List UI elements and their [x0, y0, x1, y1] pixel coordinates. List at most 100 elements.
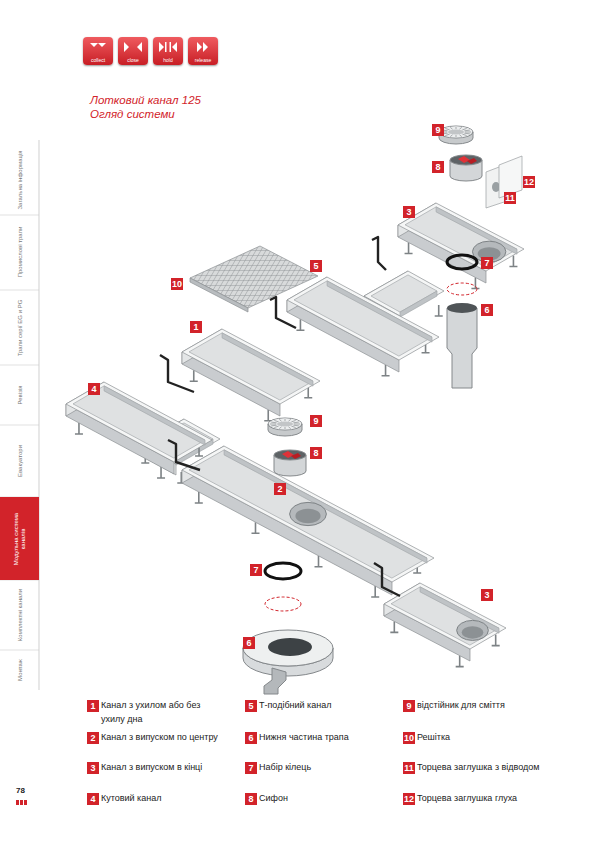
channel-trough: [405, 207, 517, 267]
support-leg: [435, 305, 443, 316]
callout-number: 1: [190, 321, 202, 333]
section-name: Комплектні канали: [17, 589, 23, 641]
channel-trough: [189, 333, 313, 400]
callout-number: 2: [274, 483, 286, 495]
part-name: Т-подібний канал: [259, 699, 384, 713]
channel-face: [66, 382, 212, 462]
page-mark: [16, 800, 27, 805]
section-name: Ревізія: [17, 386, 23, 405]
callout-number: 7: [250, 564, 262, 576]
icon-symbol: [83, 38, 113, 56]
callout-number: 12: [523, 176, 535, 188]
part-name: Кутовий канал: [101, 792, 226, 806]
drain-hole: [290, 502, 327, 525]
function-icon: hold: [153, 37, 183, 65]
channel-trough: [189, 450, 427, 578]
icon-symbol: [188, 38, 218, 56]
legend-number: 11: [403, 762, 415, 774]
callout-number: 10: [171, 278, 183, 290]
legend-number: 5: [245, 700, 257, 712]
legend-number: 2: [87, 732, 99, 744]
callout-number: 11: [504, 192, 516, 204]
part-name: відстійник для сміття: [417, 699, 542, 713]
drain-body: [447, 308, 477, 388]
callout-number: 3: [403, 206, 415, 218]
legend-number: 6: [245, 732, 257, 744]
callout-number: 7: [481, 257, 493, 269]
callout-number: 3: [481, 589, 493, 601]
section-name: Трапи серії EG и PG: [17, 300, 23, 357]
page-number: 78: [16, 786, 25, 795]
drain-hole: [295, 509, 320, 524]
ring-set: [447, 255, 477, 269]
seal-gasket: [160, 355, 194, 392]
section-tab: Модульна система каналів: [0, 497, 39, 580]
tab-label: Модульна система каналів: [12, 504, 26, 574]
channel-wall: [400, 291, 437, 317]
channel-trough: [294, 281, 432, 356]
function-icon: release: [188, 37, 218, 65]
part-name: Нижня частина трапа: [259, 731, 384, 745]
exploded-view: [66, 126, 524, 694]
channel-wall: [104, 386, 205, 445]
channel-face: [384, 583, 506, 649]
part-name: Канал з випуском в кінці: [101, 761, 226, 775]
part-name: Набір кілець: [259, 761, 384, 775]
icon-symbol: [118, 38, 148, 56]
seal-gasket: [168, 440, 200, 470]
section-name: Загальна інформація: [17, 150, 23, 209]
seal-gasket: [372, 237, 386, 270]
icon-symbol: [153, 38, 183, 56]
seal-gasket: [270, 297, 296, 328]
legend-number: 10: [403, 732, 415, 744]
callout-number: 9: [432, 124, 444, 136]
support-leg: [492, 635, 500, 646]
callout-number: 6: [481, 304, 493, 316]
grate: [190, 278, 248, 312]
legend-number: 8: [245, 793, 257, 805]
part-name: Решітка: [417, 731, 542, 745]
page-subtitle: Огляд системи: [90, 108, 175, 120]
channel-wall: [224, 450, 427, 563]
callout-number: 8: [310, 447, 322, 459]
drain-hole: [457, 620, 489, 640]
callout-number: 6: [243, 637, 255, 649]
icon-label: close: [127, 57, 139, 63]
callout-number: 9: [310, 415, 322, 427]
channel-trough: [391, 587, 499, 645]
legend-number: 12: [403, 793, 415, 805]
part-name: Канал з ухилом або без ухилу дна: [101, 699, 226, 727]
ring-seal: [447, 283, 477, 295]
page-title: Лотковий канал 125: [90, 94, 201, 106]
function-icon: close: [118, 37, 148, 65]
seal-gasket: [374, 563, 400, 596]
drain-hole: [462, 626, 484, 639]
icon-label: collect: [91, 57, 105, 63]
channel-face: [182, 329, 320, 404]
callout-number: 5: [310, 260, 322, 272]
legend-number: 7: [245, 762, 257, 774]
channel-face: [398, 203, 524, 271]
part-name: Сифон: [259, 792, 384, 806]
part-name: Торцева заглушка з відводом: [417, 761, 542, 775]
legend-number: 4: [87, 793, 99, 805]
channel-face: [287, 277, 439, 360]
callout-number: 4: [88, 383, 100, 395]
icon-label: hold: [163, 57, 172, 63]
dirt-trap: [268, 418, 302, 430]
channel-wall: [327, 281, 432, 342]
ring-seal: [265, 597, 301, 611]
callout-number: 8: [432, 161, 444, 173]
dirt-trap: [439, 126, 473, 138]
legend-number: 3: [87, 762, 99, 774]
channel-trough: [73, 386, 205, 458]
legend-number: 9: [403, 700, 415, 712]
function-icon: collect: [83, 37, 113, 65]
sidebar-rules: [0, 140, 39, 690]
ring-set: [265, 563, 301, 579]
channel-face: [182, 446, 434, 582]
icon-label: release: [195, 57, 211, 63]
section-name: Монтаж: [17, 659, 23, 681]
